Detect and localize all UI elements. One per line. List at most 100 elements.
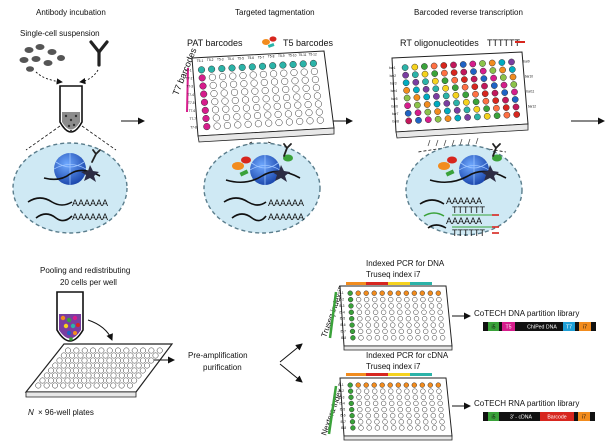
- plate-well: [65, 347, 71, 354]
- plate-well: [282, 85, 290, 94]
- plate-well: [77, 372, 84, 379]
- plate-well: [349, 322, 355, 328]
- plate-well: [43, 382, 50, 389]
- plate-well: [310, 67, 318, 76]
- i5-row-label: i5-4: [340, 401, 346, 405]
- plate-well: [450, 61, 457, 69]
- plate-well: [85, 362, 92, 369]
- plate-well: [118, 382, 125, 389]
- plate-well: [482, 97, 490, 105]
- plate-well: [424, 116, 432, 124]
- plate-well: [435, 290, 441, 296]
- plate-well: [372, 400, 379, 407]
- plate-well: [208, 65, 216, 73]
- plate-well: [493, 112, 501, 120]
- plate-well: [355, 296, 362, 303]
- plate-well: [98, 357, 105, 364]
- t5-row-label: T5-1: [197, 59, 204, 63]
- plate-well: [131, 367, 138, 374]
- plate-well: [301, 76, 309, 84]
- plate-well: [428, 296, 434, 303]
- plate-well: [94, 362, 100, 369]
- plate-well: [472, 98, 480, 106]
- plate-well: [39, 377, 46, 384]
- plate-well: [52, 372, 59, 379]
- plate-well: [220, 89, 228, 97]
- plate-well: [231, 96, 239, 105]
- plate-well: [480, 75, 488, 82]
- plate-well: [244, 120, 252, 128]
- plate-well: [89, 377, 96, 384]
- plate-well: [414, 419, 421, 425]
- plate-well: [431, 419, 437, 425]
- plate-well: [405, 316, 412, 322]
- plate-well: [373, 316, 379, 322]
- plate-well: [374, 419, 380, 425]
- plate-well: [382, 335, 389, 341]
- plate-well: [472, 90, 479, 98]
- i5-row-label: i5-3: [339, 304, 345, 308]
- plate-well: [89, 367, 96, 374]
- plate-well: [119, 362, 125, 369]
- plate-well: [431, 328, 437, 335]
- plate-well: [439, 328, 445, 335]
- plate-well: [430, 322, 436, 328]
- construct-label: 3′ - cDNA: [510, 415, 533, 421]
- plate-well: [364, 394, 370, 400]
- plate-well: [397, 400, 403, 407]
- plate-well: [306, 117, 314, 125]
- plate-well: [232, 105, 240, 113]
- construct-segment: [502, 322, 515, 331]
- polyA-label: AAAAAA: [72, 198, 108, 208]
- plate-well: [381, 322, 388, 328]
- plate-well: [64, 357, 71, 364]
- plate-well: [427, 382, 433, 388]
- plate-well: [144, 362, 150, 369]
- plate-well: [366, 335, 372, 341]
- plate-well: [364, 400, 371, 407]
- plate-well: [405, 309, 411, 315]
- plate-well: [200, 98, 209, 106]
- t7-row-label: T7-3: [187, 85, 194, 89]
- plate-well: [453, 99, 460, 107]
- i7-color-bar: [346, 282, 432, 285]
- plate-well: [272, 94, 280, 102]
- polyT-label: TTTTTT: [452, 205, 485, 215]
- t7-row-label: T7-6: [189, 109, 196, 113]
- plate-well: [422, 322, 428, 328]
- construct-segment: [590, 412, 595, 421]
- plate-well: [415, 335, 421, 341]
- plate-well: [356, 303, 362, 309]
- plate-well: [380, 309, 387, 315]
- construct-segment: [579, 322, 591, 331]
- t5-row-label: T5-9: [278, 54, 285, 58]
- plate-well: [275, 119, 283, 127]
- plate-well: [421, 400, 427, 407]
- plate-well: [398, 322, 404, 328]
- plate-well: [470, 68, 477, 75]
- plate-well: [479, 67, 487, 75]
- plate-well: [387, 290, 393, 296]
- plate-well: [348, 400, 354, 407]
- plate-icon: [191, 50, 335, 143]
- plate-well: [421, 316, 428, 322]
- plate-well: [349, 316, 355, 322]
- plate-well: [382, 425, 389, 431]
- plate-well: [259, 70, 267, 78]
- t7-row-label: T7-7: [190, 117, 197, 121]
- plate-well: [90, 347, 96, 354]
- plate-well: [68, 382, 75, 389]
- plate-well: [459, 61, 467, 68]
- plate-well: [296, 117, 304, 125]
- tube-icon: [59, 85, 83, 133]
- bar-row-label: bar5: [391, 97, 398, 101]
- antibody-icon: [89, 40, 109, 67]
- plate-icon: [339, 285, 453, 351]
- plate-well: [358, 335, 364, 341]
- plate-well: [294, 101, 302, 109]
- plate-well: [201, 106, 209, 114]
- plate-well: [412, 388, 418, 394]
- step-title-tagmentation: Targeted tagmentation: [235, 8, 315, 17]
- t5-row-label: T5-10: [288, 54, 297, 58]
- plate-well: [239, 72, 247, 80]
